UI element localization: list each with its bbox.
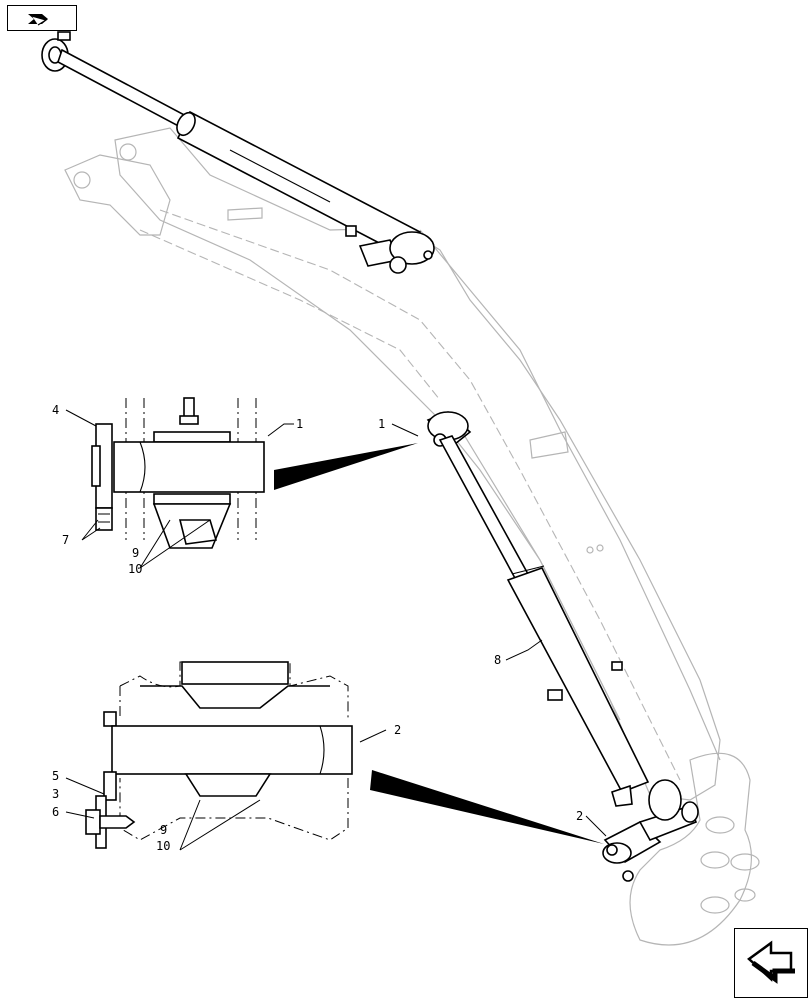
callout-detail-a-nuts: 7 — [62, 533, 69, 547]
callout-detail-b-plate: 5 — [52, 769, 59, 783]
prev-page-button[interactable] — [7, 5, 77, 31]
callout-detail-b-bush-10: 10 — [156, 839, 170, 853]
callout-detail-a-bush-9: 9 — [132, 546, 139, 560]
callout-main-pin-lower: 2 — [576, 809, 583, 823]
arrow-forward-icon — [747, 940, 795, 984]
callout-main-cylinder: 8 — [494, 653, 501, 667]
callout-detail-b-washer: 3 — [52, 787, 59, 801]
callout-detail-b-pin: 2 — [394, 723, 401, 737]
lower-pin-assembly — [602, 779, 699, 882]
next-page-button[interactable] — [734, 928, 808, 998]
callout-main-pin-upper: 1 — [378, 417, 385, 431]
callout-detail-b-bolt: 6 — [52, 805, 59, 819]
callout-detail-a-bolt: 4 — [52, 403, 59, 417]
callout-detail-a-bush-10: 10 — [128, 562, 142, 576]
detail-a — [91, 397, 265, 549]
detail-b — [85, 661, 353, 849]
leader-lines — [65, 409, 607, 851]
callout-labels: 4 1 7 9 10 1 8 2 2 5 3 6 9 10 — [52, 403, 583, 853]
detail-b-pointer — [370, 770, 604, 844]
boom-cylinder — [41, 31, 435, 274]
arm-cylinder — [426, 411, 650, 807]
callout-detail-b-bush-9: 9 — [160, 823, 167, 837]
callout-detail-a-pin: 1 — [296, 417, 303, 431]
detail-a-pointer — [274, 443, 418, 490]
arrow-back-icon — [28, 14, 48, 26]
